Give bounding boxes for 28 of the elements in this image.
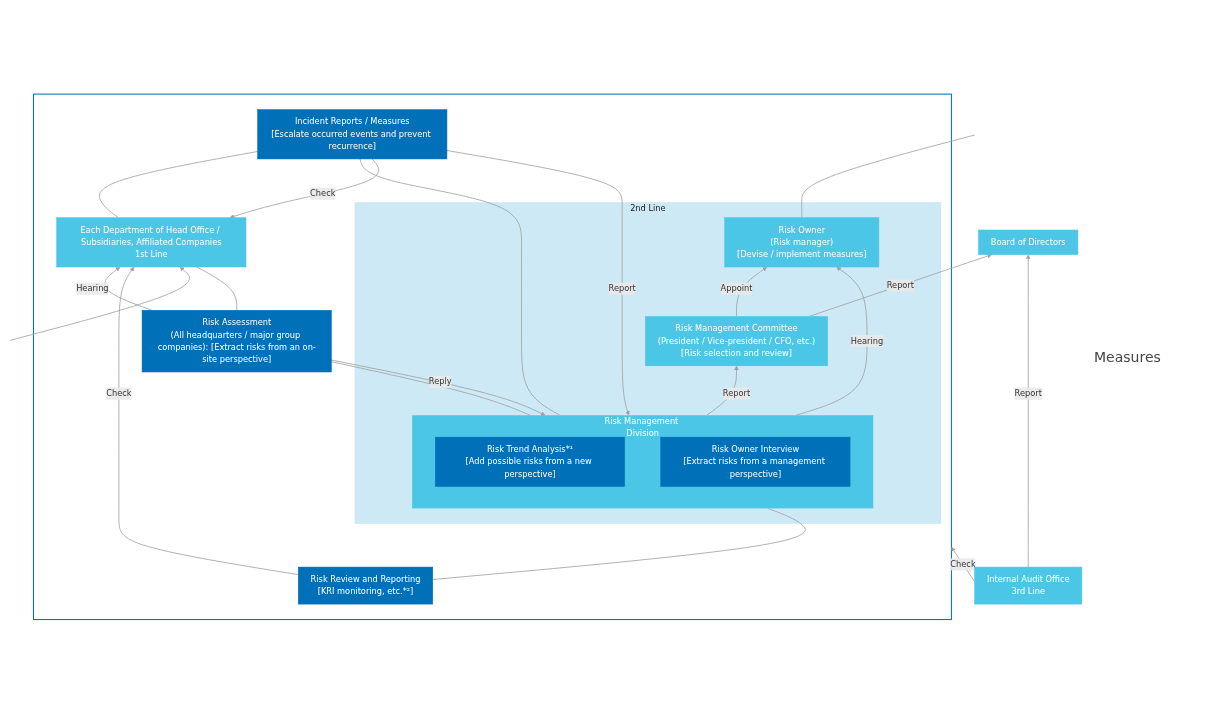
connector	[196, 266, 238, 311]
edge-label: Report	[886, 279, 915, 290]
node-box: Board of Directors	[978, 229, 1079, 255]
edge-label: Reply	[428, 376, 452, 387]
node-box: Risk Owner Interview [Extract risks from a management perspective]	[660, 436, 851, 487]
connector	[359, 158, 561, 416]
node-box: Risk Management Committee (President / Vice-president / CFO, etc.) [Risk selection and review]	[645, 315, 828, 366]
connector	[99, 150, 258, 218]
node-box: Risk Review and Reporting [KRI monitoring, etc.*²]	[298, 566, 433, 605]
edge-label: Hearing	[76, 283, 109, 293]
edge-label: Report	[1014, 388, 1042, 398]
edge-label: Appoint	[720, 283, 753, 293]
edge-label: Check	[310, 188, 336, 198]
edge-label: Check	[106, 388, 132, 398]
edge-label: Check	[950, 558, 976, 569]
connector	[432, 507, 806, 580]
edge-label: Hearing	[850, 335, 884, 346]
edge-label: Report	[608, 283, 636, 293]
node-box: Internal Audit Office 3rd Line	[974, 566, 1083, 605]
edge-label: Report	[722, 388, 751, 398]
cluster	[32, 93, 952, 620]
node-box: Incident Reports / Measures [Escalate occurred events and prevent recurrence]	[257, 108, 448, 159]
node-box: Each Department of Head Office / Subsidiaries, Affiliated Companies 1st Line	[56, 217, 247, 267]
node-box: Risk Assessment (All headquarters / major group companies): [Extract risks from an on-site perspective]	[141, 309, 332, 372]
note-text: Measures	[1094, 348, 1162, 365]
connector	[801, 134, 976, 218]
node-box: Risk Owner (Risk manager) [Devise / implement measures]	[724, 217, 880, 267]
node-box: Risk Trend Analysis*¹ [Add possible risks from a new perspective]	[435, 436, 625, 487]
